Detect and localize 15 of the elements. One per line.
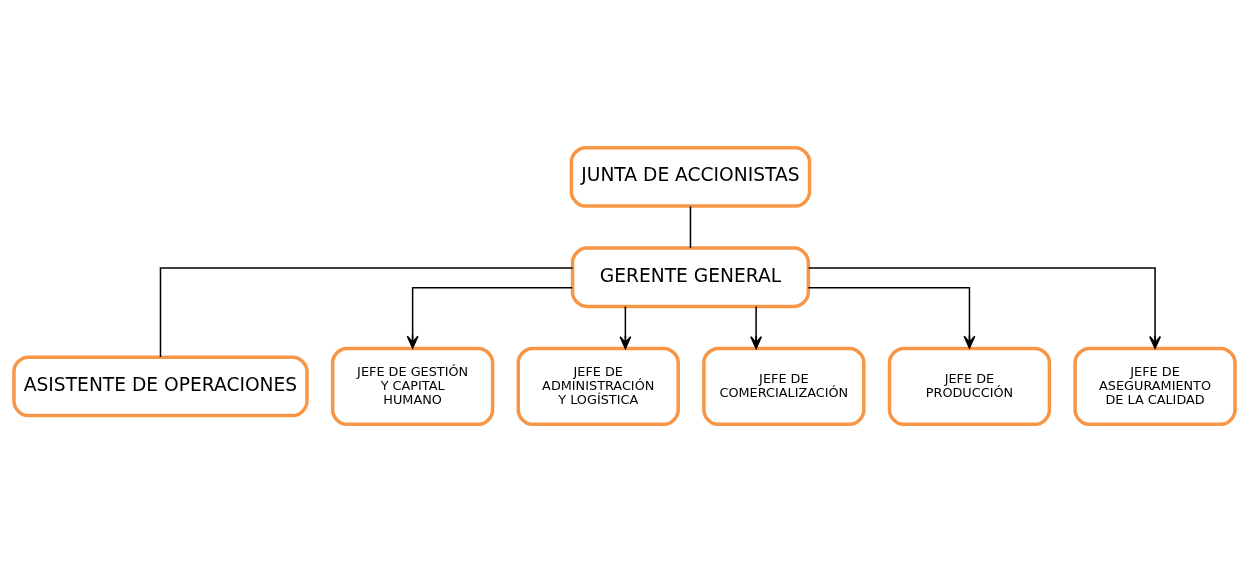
arrow: [807, 267, 1162, 349]
node-box: JEFE DE PRODUCCIÓN: [887, 346, 1052, 427]
node-box: JEFE DE ASEGURAMIENTO DE LA CALIDAD: [1073, 346, 1237, 427]
node-box: JEFE DE COMERCIALIZACIÓN: [702, 346, 866, 427]
node-box: JEFE DE GESTIÓN Y CAPITAL HUMANO: [330, 346, 495, 427]
arrow: [807, 287, 976, 349]
node-box: JEFE DE ADMINISTRACIÓN Y LOGÍSTICA: [516, 346, 680, 427]
node-box: GERENTE GENERAL: [570, 246, 811, 309]
arrow: [750, 305, 763, 350]
node-box: JUNTA DE ACCIONISTAS: [569, 145, 812, 208]
arrow: [406, 287, 573, 349]
arrow: [619, 305, 632, 350]
connector: [159, 267, 574, 358]
connector: [689, 205, 692, 249]
node-box: ASISTENTE DE OPERACIONES: [12, 355, 309, 418]
